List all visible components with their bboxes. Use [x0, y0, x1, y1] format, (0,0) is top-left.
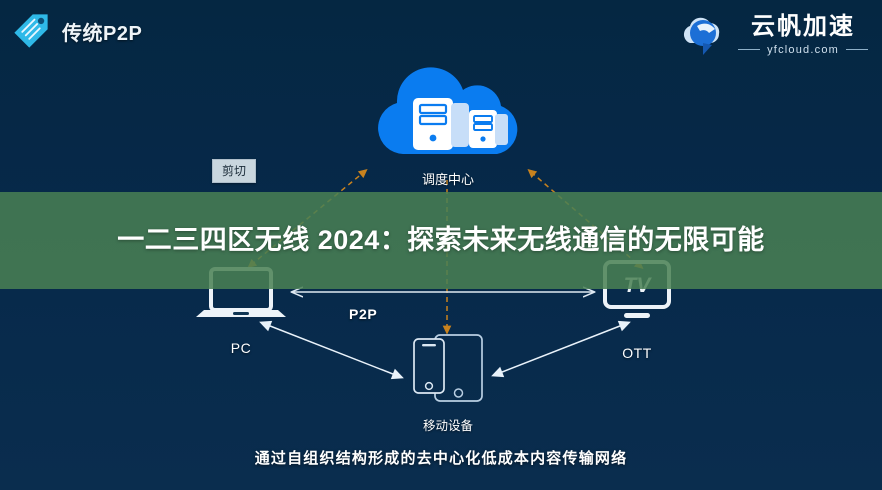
cloud-with-servers-icon — [351, 67, 545, 166]
tv-icon: TV — [578, 260, 696, 334]
rule-left — [738, 49, 761, 51]
rule-right — [846, 49, 868, 51]
brand-right-domain: yfcloud.com — [767, 43, 839, 56]
price-tag-icon — [10, 10, 52, 52]
p2p-link-label: P2P — [349, 306, 378, 322]
diagram-caption: 通过自组织结构形成的去中心化低成本内容传输网络 — [254, 450, 628, 467]
node-mobile[interactable]: 移动设备 — [392, 330, 504, 434]
laptop-icon — [182, 267, 300, 331]
overlay-title: 一二三四区无线 2024：探索未来无线通信的无限可能 — [117, 225, 765, 256]
node-pc-label: PC — [230, 340, 252, 356]
brand-right-name: 云帆加速 — [751, 13, 856, 41]
brand-left-label: 传统P2P — [62, 22, 143, 45]
arrow-pc-mobile — [259, 320, 404, 380]
brand-right-text: 云帆加速 yfcloud.com — [738, 13, 868, 56]
brand-right: 云帆加速 yfcloud.com — [676, 12, 868, 58]
cut-badge[interactable]: 剪切 — [212, 159, 257, 183]
phone-tablet-icon — [392, 334, 504, 410]
brand-left: 传统P2P — [10, 10, 142, 52]
node-scheduling-center-label: 调度中心 — [421, 172, 474, 187]
node-scheduling-center[interactable]: 调度中心 — [351, 62, 545, 188]
node-mobile-label: 移动设备 — [422, 419, 473, 433]
overlay-banner: 一二三四区无线 2024：探索未来无线通信的无限可能 — [0, 192, 882, 289]
node-ott-label: OTT — [622, 345, 652, 361]
brand-right-domain-row: yfcloud.com — [738, 44, 868, 56]
arrow-mobile-ott — [491, 320, 631, 378]
cloud-swirl-icon — [676, 12, 728, 58]
